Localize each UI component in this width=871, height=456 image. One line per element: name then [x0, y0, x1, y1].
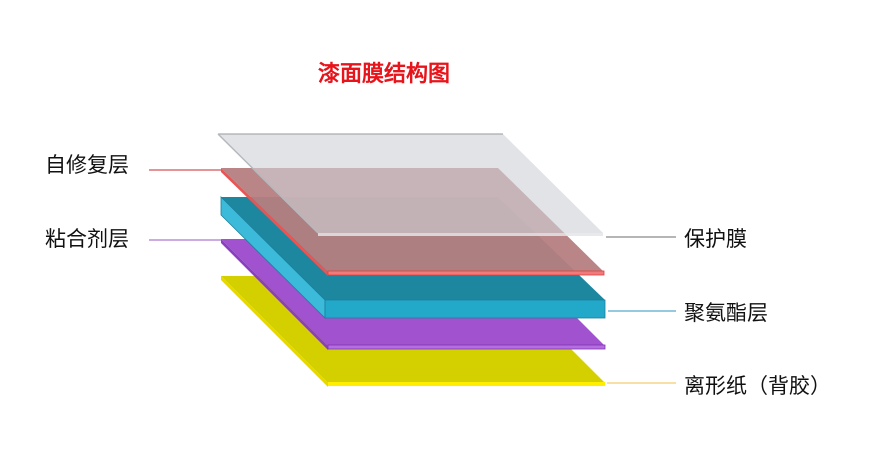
label-release-paper: 离形纸（背胶）	[684, 374, 831, 398]
layer-protective-film	[217, 133, 603, 236]
label-adhesive: 粘合剂层	[45, 227, 129, 251]
label-protective-film: 保护膜	[684, 227, 747, 251]
diagram-title: 漆面膜结构图	[318, 62, 451, 87]
label-polyurethane: 聚氨酯层	[684, 301, 768, 325]
label-self-healing: 自修复层	[45, 153, 129, 177]
